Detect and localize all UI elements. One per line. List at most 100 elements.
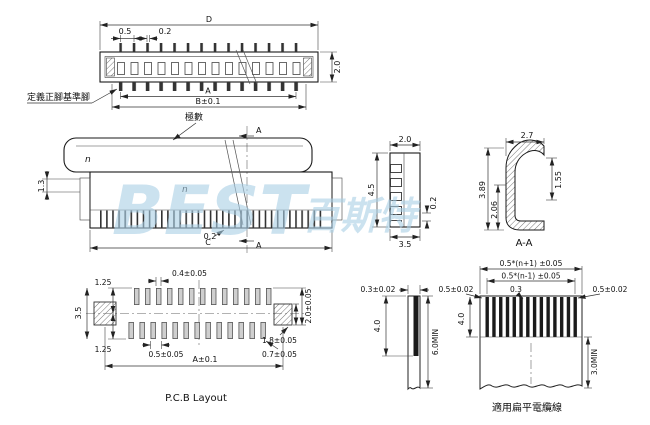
dim-cable-margin-label: 0.5±0.02 — [439, 285, 474, 294]
dim-206: 2.06 — [490, 184, 506, 231]
pcb-pad-row-bottom — [128, 322, 267, 339]
watermark-en: BEST — [112, 172, 310, 251]
dim-cable-span-label: 0.5*(n-1) ±0.05 — [501, 272, 560, 281]
dim-width-20: 2.0 — [389, 135, 421, 151]
dim-strip-side: 4.0 — [373, 295, 413, 357]
dim-total-height-label: 3.5 — [74, 307, 83, 320]
top-view-body — [99, 43, 319, 91]
dim-depth-35: 3.5 — [389, 229, 421, 249]
poles-label: 極數 — [185, 111, 203, 123]
watermark-zh: 百斯特 — [302, 194, 421, 238]
dim-b: B±0.1 — [111, 84, 307, 110]
dim-height-20: 2.0 — [320, 51, 342, 83]
dim-conductor-width: 0.3 — [510, 285, 524, 300]
dim-pitch-05: 0.5 — [111, 27, 143, 42]
dim-d-label: D — [206, 15, 212, 24]
dim-strip-front: 4.0 — [457, 296, 478, 338]
side-view: 2.0 4.5 0.2 3.5 — [367, 135, 438, 249]
pcb-pad-row-top — [134, 288, 272, 305]
dim-height-45: 4.5 — [367, 152, 388, 228]
dim-cable-pitch-label: 0.5±0.02 — [593, 285, 628, 294]
section-aa-caption: A-A — [516, 238, 533, 249]
dim-offset-bottom-label: 1.25 — [95, 345, 112, 354]
dim-anchor-len-label: 1.8±0.05 — [262, 336, 297, 345]
dim-13-label: 1.3 — [37, 180, 46, 193]
dim-anchor-pad: 1.8±0.05 0.7±0.05 — [262, 303, 299, 359]
pin-reference-note: 定義正腳基準腳 — [27, 88, 118, 104]
dim-cable-overall-label: 0.5*(n+1) ±0.05 — [500, 259, 563, 268]
dim-pcb-a-label: A±0.1 — [193, 355, 218, 364]
dim-pitch-label: 0.5 — [119, 27, 132, 36]
dim-pad-width-label: 0.4±0.05 — [172, 269, 207, 278]
dim-pin-width-label: 0.2 — [159, 27, 172, 36]
dim-155: 1.55 — [546, 157, 563, 201]
dim-d: D — [99, 15, 319, 50]
cable-conductors — [485, 297, 578, 337]
dim-13: 1.3 — [37, 171, 80, 200]
dim-cable-thickness-label: 0.3±0.02 — [361, 285, 396, 294]
pcb-anchor-pad-right — [273, 303, 293, 326]
poles-note: 極數 — [172, 111, 203, 141]
dim-anchor-w-label: 0.7±0.05 — [262, 350, 297, 359]
dim-pad-length-label: 2.0±0.05 — [304, 288, 313, 323]
dim-cable-span: 0.5*(n-1) ±0.05 — [486, 272, 576, 294]
dim-offset-top-label: 1.25 — [95, 278, 112, 287]
watermark: BEST 百斯特 — [112, 172, 421, 251]
dim-c-label: C — [205, 238, 211, 247]
cable-caption: 適用扁平電纜線 — [492, 401, 562, 414]
pcb-anchor-pad-left — [93, 301, 117, 326]
dim-pin-02: 0.2 — [204, 229, 225, 241]
section-mark-top-label: A — [256, 126, 262, 135]
pole-count-n-lower: n — [182, 185, 188, 195]
side-view-body — [389, 152, 421, 228]
dim-width-20-label: 2.0 — [399, 135, 412, 144]
dim-cable-thickness: 0.3±0.02 — [361, 285, 429, 294]
dim-depth-35-label: 3.5 — [399, 240, 412, 249]
section-aa-view: 2.7 3.89 2.06 1.55 A-A — [478, 131, 563, 249]
dim-height-label: 2.0 — [333, 61, 342, 74]
dim-389-label: 3.89 — [478, 181, 487, 199]
dim-min-length-label: 6.0MIN — [431, 329, 440, 355]
dim-a-label: A — [205, 87, 211, 96]
pcb-layout: 0.4±0.05 2.0±0.05 1.25 1.25 3.5 0.5±0.05 — [74, 269, 313, 404]
section-mark-top: A — [238, 126, 262, 139]
top-pins-lower — [118, 82, 299, 91]
dim-27: 2.7 — [505, 131, 545, 156]
dim-reinforce: 3.0MIN — [584, 336, 599, 389]
dim-reinforce-label: 3.0MIN — [590, 349, 599, 375]
cable-front-view — [479, 295, 583, 390]
section-mark-bottom: A — [238, 238, 262, 250]
dim-cable-overall: 0.5*(n+1) ±0.05 — [479, 259, 583, 294]
dim-conductor-width-label: 0.3 — [510, 285, 522, 294]
pole-count-n-upper: n — [85, 155, 91, 165]
dim-total-height: 3.5 — [74, 287, 90, 340]
dim-b-label: B±0.1 — [196, 97, 221, 106]
dim-min-length: 6.0MIN — [421, 295, 440, 389]
front-view: n n 極數 A A 1.3 — [37, 111, 343, 253]
dim-c: C — [89, 230, 333, 252]
dim-thickness-02-label: 0.2 — [429, 197, 438, 210]
pin-reference-label: 定義正腳基準腳 — [27, 91, 90, 103]
dim-pin-width-02: 0.2 — [139, 27, 171, 42]
flat-cable-views: 0.3±0.02 4.0 6.0MIN 0.5*(n+1) ±0.05 — [361, 259, 628, 414]
dim-206-label: 2.06 — [490, 201, 499, 219]
dim-strip-front-label: 4.0 — [457, 313, 466, 326]
cable-side-view — [407, 295, 421, 391]
top-pins-upper — [119, 43, 299, 52]
cable-conductor-layer — [413, 296, 419, 356]
dim-27-label: 2.7 — [521, 131, 534, 140]
terminal-comb — [100, 210, 323, 228]
dim-pcb-a: A±0.1 — [104, 327, 284, 370]
section-mark-bottom-label: A — [256, 241, 262, 250]
dim-thickness-02: 0.2 — [422, 197, 438, 229]
dim-389: 3.89 — [478, 147, 504, 231]
pcb-layout-caption: P.C.B Layout — [165, 393, 227, 404]
dim-height-45-label: 4.5 — [367, 184, 376, 197]
top-view: D 0.5 0.2 2.0 A — [27, 15, 342, 110]
dim-strip-side-label: 4.0 — [373, 320, 382, 333]
dim-cable-pitch: 0.5±0.02 — [577, 285, 628, 299]
dim-pin-02-label: 0.2 — [204, 232, 217, 241]
dim-pcb-pitch-label: 0.5±0.05 — [149, 350, 184, 359]
